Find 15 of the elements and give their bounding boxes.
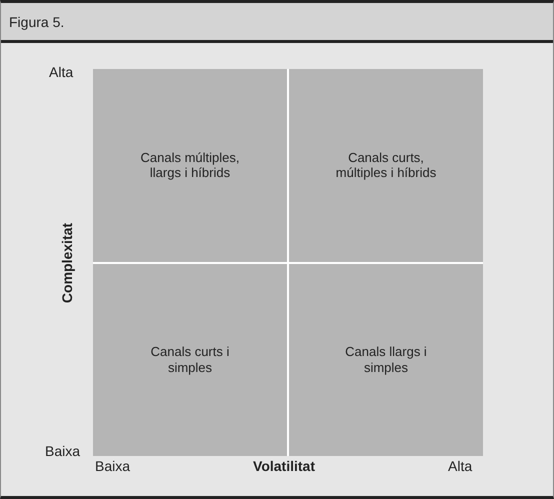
quadrant-label: Canals curts i simples: [150, 344, 230, 376]
figure-title: Figura 5.: [9, 14, 64, 30]
axis-label: Alta: [448, 458, 472, 474]
quadrant-cell: [93, 264, 287, 456]
quadrant-label: Canals múltiples, llargs i híbrids: [140, 150, 240, 181]
quadrant-cell: [289, 264, 483, 456]
quadrant-label: Canals llargs i simples: [344, 344, 428, 376]
axis-label: Alta: [49, 64, 74, 80]
quadrant-cell: [93, 69, 287, 262]
axis-title: Volatilitat: [253, 458, 315, 474]
quadrant-cell: [289, 69, 483, 262]
quadrant-label: Canals curts, múltiples i híbrids: [334, 150, 438, 181]
axis-title: Complexitat: [59, 222, 75, 304]
axis-label: Baixa: [95, 458, 130, 474]
axis-label: Baixa: [45, 443, 80, 459]
